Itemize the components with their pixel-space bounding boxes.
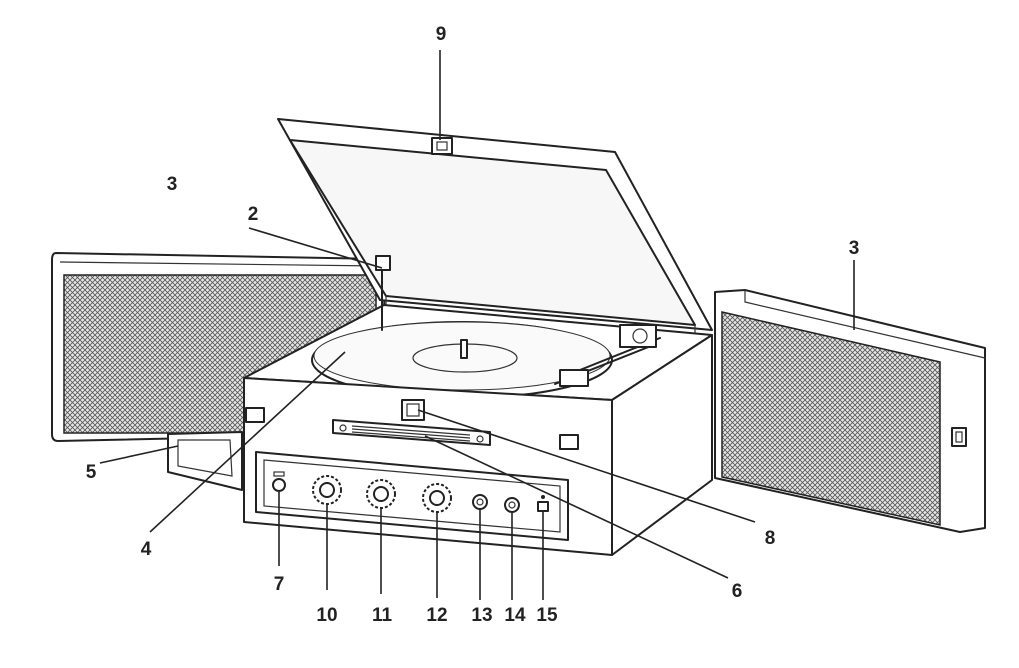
- right-speaker-latch-icon: [951, 427, 967, 447]
- main-unit: [243, 334, 713, 556]
- knob-icon-12: [422, 483, 452, 513]
- power-switch-jack-icon: [272, 471, 286, 492]
- jack-icon-13: [472, 494, 488, 510]
- lid-latch-icon: [431, 137, 453, 155]
- right-speaker: [714, 289, 986, 533]
- front-latch-icon: [401, 399, 425, 421]
- leader-lines: [99, 50, 855, 600]
- callout-left-speaker: 3: [167, 174, 178, 195]
- lid: [277, 118, 713, 339]
- jack-icon-14: [504, 497, 520, 513]
- callout-knob-11: 11: [372, 605, 393, 626]
- callout-front-latch: 8: [765, 528, 776, 549]
- callout-jack-14: 14: [504, 605, 526, 626]
- callout-power-switch: 7: [274, 574, 285, 595]
- callout-jack-15: 15: [536, 605, 558, 626]
- callout-turntable: 4: [141, 539, 152, 560]
- callout-carry-handle: 6: [732, 581, 743, 602]
- right-speaker-grille-icon: [721, 311, 941, 526]
- callout-lid-latch: 9: [436, 24, 447, 45]
- turntable-icon: [311, 321, 613, 399]
- callout-labels: 3 2 9 3 5 4 8 6 7 10 11 12 13 14 15: [86, 24, 860, 626]
- knob-icon-11: [366, 479, 396, 509]
- callout-jack-13: 13: [471, 605, 492, 626]
- callout-lid-stay: 2: [248, 204, 259, 225]
- callout-right-speaker: 3: [849, 238, 860, 259]
- knob-icon-10: [312, 475, 342, 505]
- callout-speaker-latch: 5: [86, 462, 97, 483]
- jack-icon-15: [537, 495, 549, 512]
- callout-knob-10: 10: [316, 605, 337, 626]
- callout-knob-12: 12: [426, 605, 447, 626]
- tonearm: [554, 324, 661, 387]
- top-deck: [243, 255, 713, 401]
